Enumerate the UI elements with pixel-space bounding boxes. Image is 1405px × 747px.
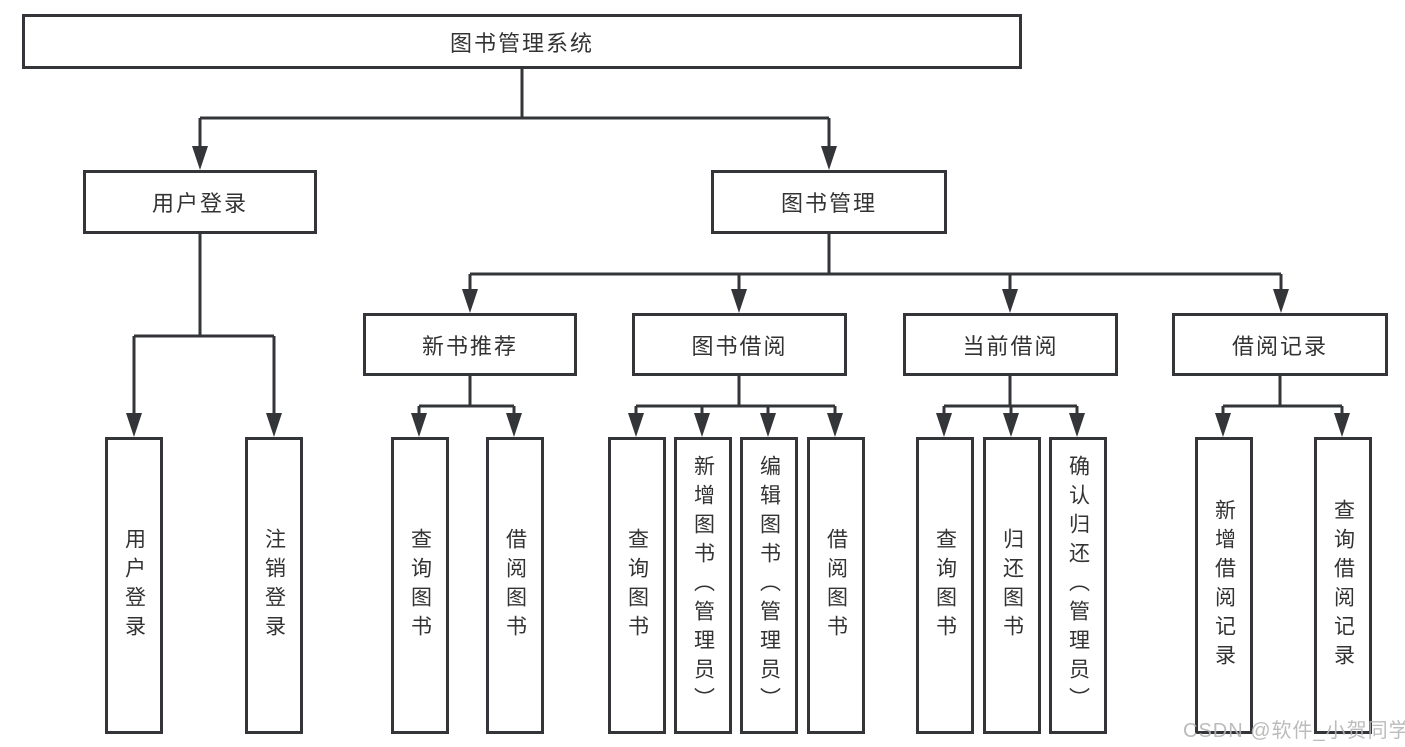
leaf-query-books-recommend-label: 查询图书 — [408, 527, 432, 644]
node-book-borrow: 图书借阅 — [632, 313, 847, 376]
leaf-confirm-return-admin-label: 确认归还（管理员） — [1066, 455, 1090, 716]
leaf-query-borrow-record-label: 查询借阅记录 — [1331, 498, 1355, 673]
node-new-book-recommend-label: 新书推荐 — [421, 333, 518, 359]
leaf-edit-book-admin: 编辑图书（管理员） — [740, 437, 798, 734]
node-root: 图书管理系统 — [22, 14, 1022, 69]
leaf-borrow-books-recommend: 借阅图书 — [486, 437, 544, 734]
node-new-book-recommend: 新书推荐 — [363, 313, 577, 376]
node-current-borrow-label: 当前借阅 — [962, 333, 1059, 359]
leaf-query-books-recommend: 查询图书 — [391, 437, 449, 734]
leaf-logout: 注销登录 — [245, 437, 303, 734]
leaf-add-borrow-record-label: 新增借阅记录 — [1212, 498, 1236, 673]
leaf-query-books-current-label: 查询图书 — [933, 527, 957, 644]
node-book-borrow-label: 图书借阅 — [691, 333, 788, 359]
leaf-user-login: 用户登录 — [105, 437, 163, 734]
leaf-user-login-label: 用户登录 — [122, 527, 146, 644]
leaf-query-books-borrow: 查询图书 — [608, 437, 666, 734]
leaf-add-borrow-record: 新增借阅记录 — [1195, 437, 1253, 734]
leaf-add-book-admin: 新增图书（管理员） — [674, 437, 732, 734]
arrowheads — [126, 146, 1350, 437]
leaf-query-books-current: 查询图书 — [916, 437, 974, 734]
node-user-login-label: 用户登录 — [151, 191, 248, 216]
node-root-label: 图书管理系统 — [449, 30, 594, 56]
node-user-login: 用户登录 — [83, 170, 317, 234]
leaf-query-borrow-record: 查询借阅记录 — [1314, 437, 1372, 734]
node-book-management: 图书管理 — [711, 170, 947, 234]
leaf-borrow-books-recommend-label: 借阅图书 — [503, 527, 527, 644]
node-borrow-records-label: 借阅记录 — [1231, 333, 1328, 359]
leaf-add-book-admin-label: 新增图书（管理员） — [691, 455, 715, 716]
watermark: CSDN @软件_小贺同学 — [1183, 720, 1405, 742]
leaf-confirm-return-admin: 确认归还（管理员） — [1049, 437, 1107, 734]
leaf-return-book-label: 归还图书 — [1000, 527, 1024, 644]
node-current-borrow: 当前借阅 — [903, 313, 1118, 376]
leaf-logout-label: 注销登录 — [262, 527, 286, 644]
node-borrow-records: 借阅记录 — [1172, 313, 1388, 376]
leaf-edit-book-admin-label: 编辑图书（管理员） — [757, 455, 781, 716]
leaf-borrow-books: 借阅图书 — [807, 437, 865, 734]
node-book-management-label: 图书管理 — [780, 191, 877, 216]
leaf-return-book: 归还图书 — [983, 437, 1041, 734]
leaf-query-books-borrow-label: 查询图书 — [625, 527, 649, 644]
leaf-borrow-books-label: 借阅图书 — [824, 527, 848, 644]
